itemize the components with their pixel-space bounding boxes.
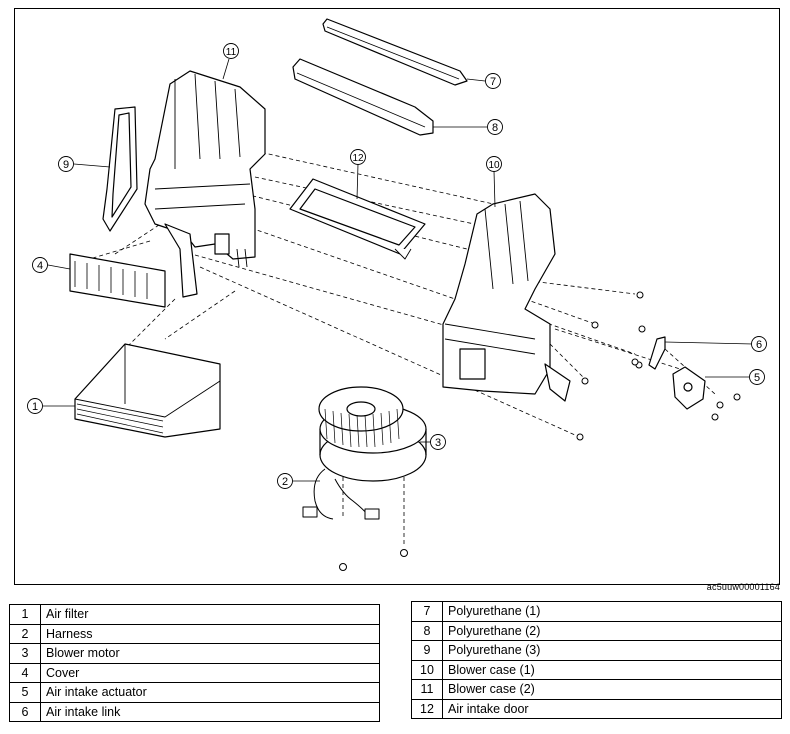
legend-number: 9 — [411, 640, 443, 661]
callout-4: 4 — [37, 260, 43, 272]
screws — [339, 291, 741, 571]
legend-number: 3 — [9, 643, 41, 664]
legend-part-name: Air intake link — [40, 701, 380, 722]
legend-number: 12 — [411, 698, 443, 719]
legend-part-name: Polyurethane (3) — [442, 640, 782, 661]
legend-part-name: Polyurethane (1) — [442, 601, 782, 622]
exploded-view-drawing — [43, 18, 754, 571]
callout-3: 3 — [435, 437, 441, 449]
legend-number: 5 — [9, 682, 41, 703]
legend-part-name: Cover — [40, 662, 380, 683]
legend-number: 1 — [9, 604, 41, 625]
air-filter-drawing — [74, 343, 221, 438]
callout-9: 9 — [63, 159, 69, 171]
callout-11: 11 — [226, 47, 237, 58]
legend-number: 8 — [411, 620, 443, 641]
blower-case-1-drawing — [442, 193, 571, 402]
legend-number: 4 — [9, 662, 41, 683]
callout-5: 5 — [754, 372, 760, 384]
legend-part-name: Blower motor — [40, 643, 380, 664]
legend-number: 11 — [411, 679, 443, 700]
exploded-diagram: 1 2 3 4 5 6 7 8 9 10 11 12 — [14, 8, 780, 585]
callout-10: 10 — [488, 160, 500, 171]
legend-part-name: Air intake door — [442, 698, 782, 719]
callout-12: 12 — [352, 153, 364, 164]
callout-leaders — [43, 58, 754, 482]
air-intake-door-drawing — [289, 178, 426, 260]
callout-6: 6 — [756, 339, 762, 351]
alignment-lines — [82, 150, 716, 544]
legend-number: 10 — [411, 659, 443, 680]
callout-1: 1 — [32, 401, 38, 413]
legend-number: 7 — [411, 601, 443, 622]
legend-number: 2 — [9, 623, 41, 644]
legend-number: 6 — [9, 701, 41, 722]
blower-motor-drawing — [318, 386, 427, 482]
legend-part-name: Air intake actuator — [40, 682, 380, 703]
legend-part-name: Polyurethane (2) — [442, 620, 782, 641]
polyurethane-1-drawing — [322, 18, 468, 86]
polyurethane-3-drawing — [102, 106, 138, 232]
legend-part-name: Blower case (2) — [442, 679, 782, 700]
harness-drawing — [302, 468, 380, 520]
blower-case-2-drawing — [144, 70, 266, 298]
callout-8: 8 — [492, 122, 498, 134]
cover-drawing — [69, 253, 166, 308]
air-intake-link-drawing — [648, 336, 666, 370]
air-intake-actuator-drawing — [672, 366, 706, 410]
legend-part-name: Air filter — [40, 604, 380, 625]
callout-2: 2 — [282, 476, 288, 488]
callout-labels: 1 2 3 4 5 6 7 8 9 10 11 12 — [27, 43, 767, 489]
legend-part-name: Blower case (1) — [442, 659, 782, 680]
figure-code: ac5uuw00001164 — [706, 582, 780, 592]
callout-7: 7 — [490, 76, 496, 88]
legend-part-name: Harness — [40, 623, 380, 644]
